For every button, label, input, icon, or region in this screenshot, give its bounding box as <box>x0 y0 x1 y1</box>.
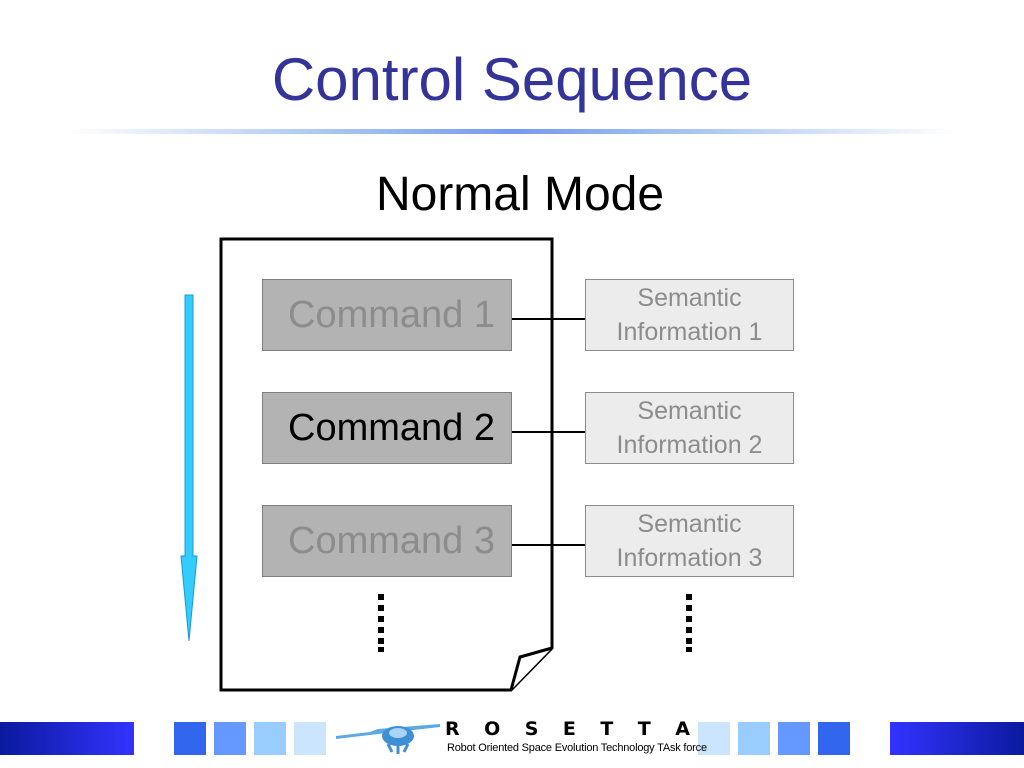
semantic-box-1: Semantic Information 1 <box>585 279 794 351</box>
rosetta-logo-word: R O S E T T A <box>445 718 690 740</box>
footer-bar-left <box>0 722 134 755</box>
footer-square <box>294 722 326 755</box>
semantic-line-1: Semantic <box>637 510 742 538</box>
footer-square <box>174 722 206 755</box>
semantic-line-2: Information 2 <box>616 431 763 459</box>
semantic-line-1: Semantic <box>637 284 742 312</box>
command-label: Command 3 <box>288 519 495 562</box>
footer-square <box>738 722 770 755</box>
logo-letter: T <box>600 718 614 740</box>
semantic-box-2: Semantic Information 2 <box>585 392 794 464</box>
semantic-continuation-dots <box>686 594 692 652</box>
logo-letter: R <box>445 718 460 740</box>
footer-band: R O S E T T A Robot Oriented Space Evolu… <box>0 718 1024 768</box>
footer-bar-right <box>890 722 1024 755</box>
spacecraft-logo-icon <box>336 724 440 754</box>
logo-letter: E <box>562 718 576 740</box>
command-box-1: Command 1 <box>262 279 512 351</box>
footer-square <box>698 722 730 755</box>
footer-square <box>214 722 246 755</box>
semantic-box-3: Semantic Information 3 <box>585 505 794 577</box>
footer-square <box>818 722 850 755</box>
slide-subtitle: Normal Mode <box>375 168 665 221</box>
semantic-line-2: Information 3 <box>616 544 763 572</box>
logo-letter: O <box>484 718 501 740</box>
command-box-3: Command 3 <box>262 505 512 577</box>
logo-letter: A <box>675 718 690 740</box>
document-fold <box>509 646 553 691</box>
footer-square <box>778 722 810 755</box>
semantic-line-1: Semantic <box>637 397 742 425</box>
logo-letter: T <box>637 718 651 740</box>
title-underline <box>70 129 954 134</box>
semantic-line-2: Information 1 <box>616 318 763 346</box>
footer-square <box>254 722 286 755</box>
execution-arrow <box>180 294 198 642</box>
sequence-diagram <box>180 237 692 692</box>
rosetta-tagline: Robot Oriented Space Evolution Technolog… <box>447 742 707 754</box>
commands-continuation-dots <box>378 594 384 652</box>
command-label: Command 2 <box>288 406 495 449</box>
command-box-2: Command 2 <box>262 392 512 464</box>
command-label: Command 1 <box>288 293 495 336</box>
logo-letter: S <box>524 718 539 740</box>
slide-title: Control Sequence <box>271 46 753 113</box>
